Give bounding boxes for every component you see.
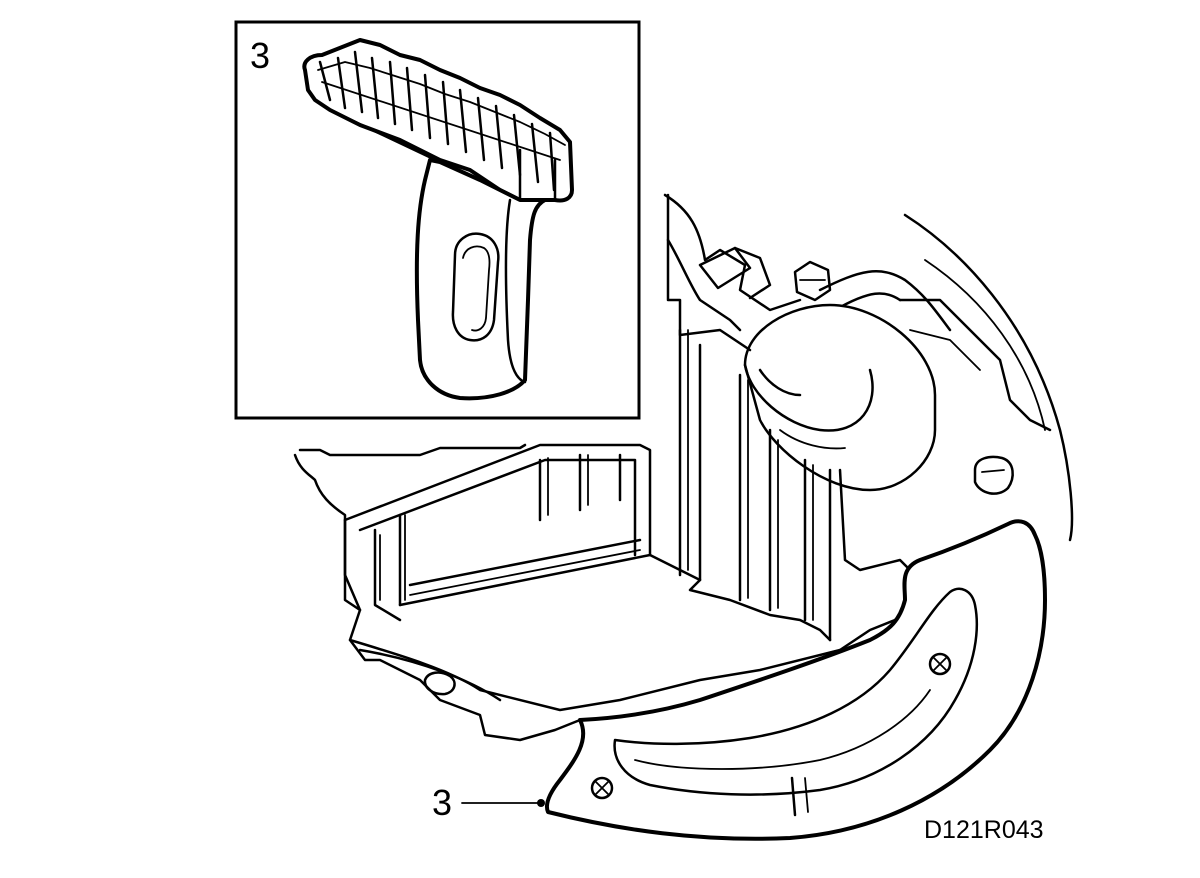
figure-reference-code: D121R043 — [924, 816, 1044, 844]
toothed-clamp-part — [302, 38, 574, 401]
inset-detail-box: 3 — [234, 20, 641, 420]
part-callout-label: 3 — [432, 782, 452, 823]
curved-shield-plate — [544, 519, 1047, 841]
part-callout-3: 3 — [432, 782, 545, 823]
callout-leader-dot — [537, 799, 545, 807]
inset-callout-label: 3 — [250, 35, 270, 76]
engine-sump-drawing — [293, 193, 1074, 742]
